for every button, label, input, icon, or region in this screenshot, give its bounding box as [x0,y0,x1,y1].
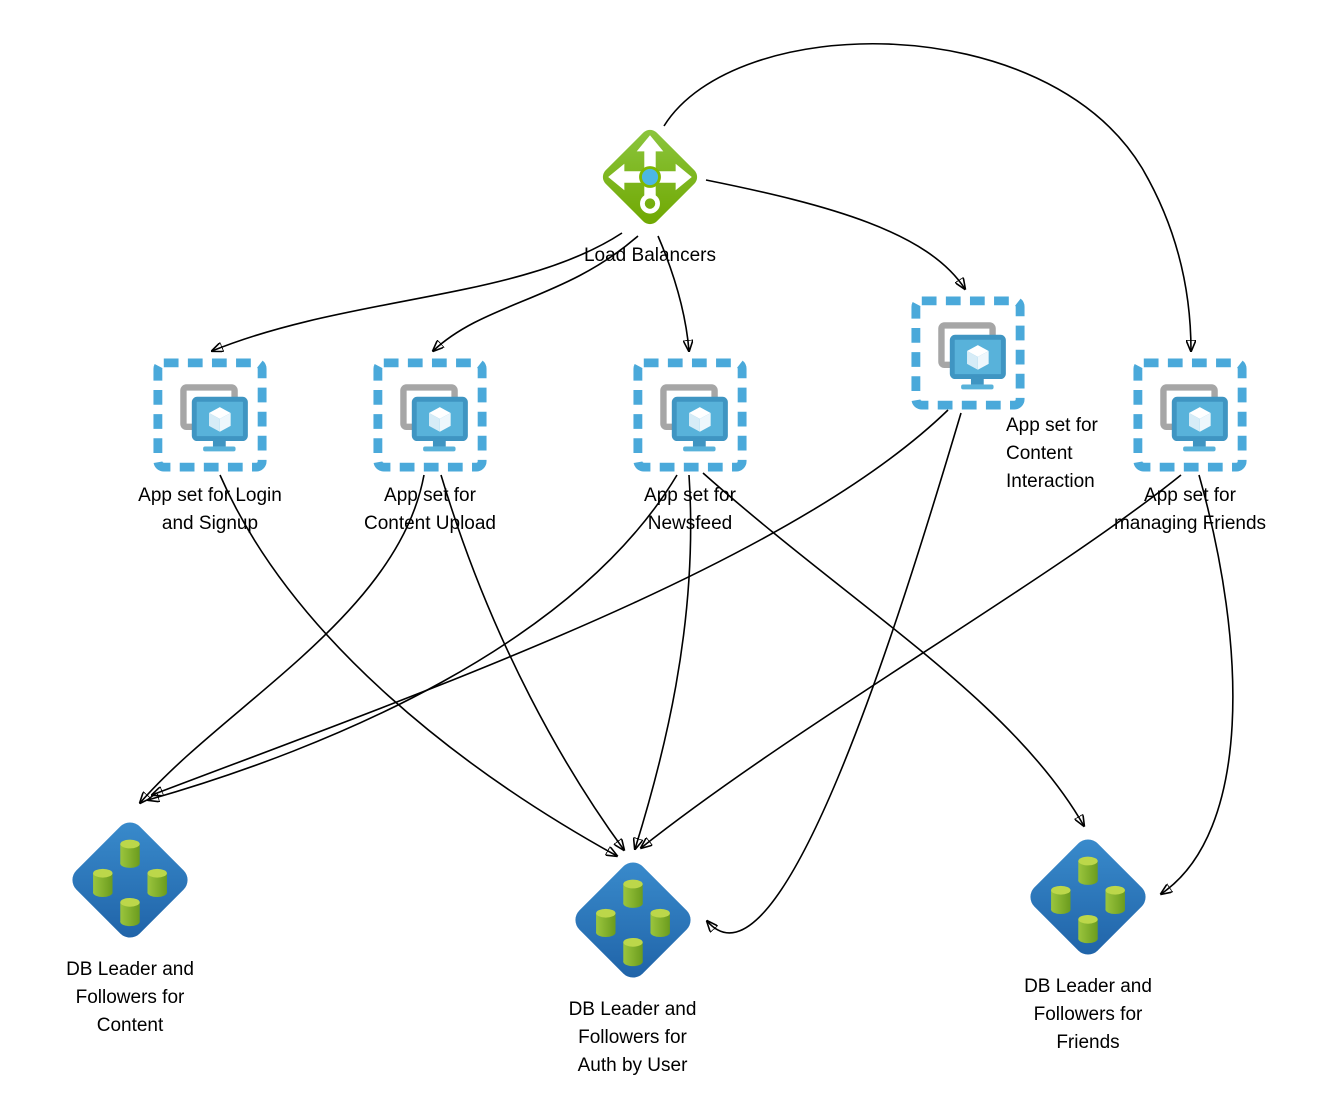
edge-lb-to-app-upload [433,235,639,351]
app-newsfeed-label: App set for Newsfeed [644,485,736,534]
edge-login-to-db-auth [219,474,617,856]
vm-scale-set-icon [153,358,267,472]
node-app-managing-friends: App set for managing Friends [1065,356,1315,538]
edge-lb-to-app-friends [663,42,1191,351]
vm-scale-set-icon [1133,358,1247,472]
edge-lb-to-app-newsfeed [657,235,689,351]
node-db-content: DB Leader and Followers for Content [20,812,240,1040]
app-content-interaction-label: App set for Content Interaction [1006,415,1098,492]
edge-lb-to-app-interaction [705,179,965,289]
edge-upload-to-db-auth [440,474,624,850]
vm-scale-set-icon [373,358,487,472]
edge-friends-to-db-friends [1161,474,1234,894]
edge-newsfeed-to-db-content [148,474,678,800]
vm-scale-set-icon [633,358,747,472]
db-pool-icon [1030,839,1146,955]
app-login-signup-label: App set for Login and Signup [138,485,282,534]
db-pool-icon [574,862,691,978]
app-content-upload-label: App set for Content Upload [363,485,497,534]
edge-interaction-to-db-auth [707,412,962,934]
db-pool-icon [72,822,188,938]
node-app-newsfeed: App set for Newsfeed [565,356,815,538]
db-friends-label: DB Leader and Followers for Friends [1024,976,1152,1053]
db-content-label: DB Leader and Followers for Content [66,959,194,1036]
edge-upload-to-db-content [140,474,425,803]
node-db-auth: DB Leader and Followers for Auth by User [510,852,755,1080]
vm-scale-set-icon [911,296,1025,410]
load-balancer-icon [602,129,698,225]
node-app-login-signup: App set for Login and Signup [85,356,335,538]
node-db-friends: DB Leader and Followers for Friends [968,829,1208,1057]
app-managing-friends-label: App set for managing Friends [1113,485,1267,534]
node-app-content-upload: App set for Content Upload [305,356,555,538]
edge-interaction-to-db-content [152,409,949,795]
edge-friends-to-db-auth [641,474,1182,848]
db-auth-label: DB Leader and Followers for Auth by User [568,999,697,1076]
load-balancers-label: Load Balancers [583,245,717,266]
node-load-balancers: Load Balancers [545,120,755,270]
edge-newsfeed-to-db-auth [635,474,692,849]
edge-lb-to-app-login [212,232,623,351]
